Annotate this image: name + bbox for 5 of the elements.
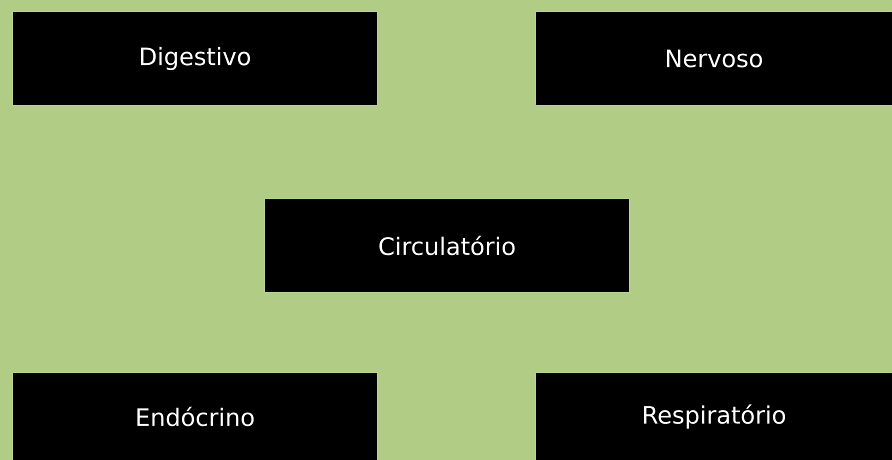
label-box: Digestivo bbox=[13, 12, 377, 105]
label-box: Circulatório bbox=[265, 198, 629, 292]
label-box: Respiratório bbox=[536, 372, 892, 460]
label-box: Nervoso bbox=[536, 12, 892, 105]
label-box: Endócrino bbox=[13, 372, 377, 460]
